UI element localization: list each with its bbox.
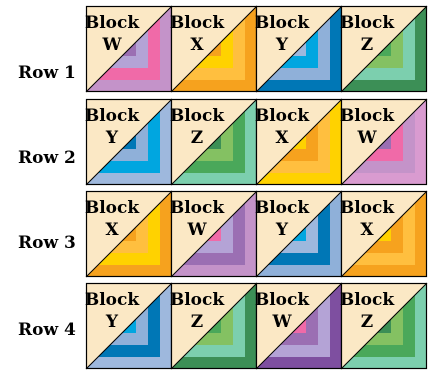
- block-letter: W: [356, 128, 377, 148]
- block-word: Block: [170, 198, 226, 218]
- block-diagonal: [255, 282, 343, 370]
- block-letter: X: [105, 220, 119, 240]
- block-diagonal: [170, 98, 258, 186]
- block-outline: [340, 282, 428, 370]
- block-diagonal: [170, 5, 258, 93]
- block-word: Block: [255, 290, 311, 310]
- block-diagonal: [255, 190, 343, 278]
- block-word: Block: [255, 198, 311, 218]
- block-letter: Y: [105, 128, 119, 148]
- block-letter: W: [186, 220, 207, 240]
- block-word: Block: [85, 290, 141, 310]
- block-word: Block: [255, 13, 311, 33]
- block-letter: X: [360, 220, 374, 240]
- block-word: Block: [340, 290, 396, 310]
- block-diagonal: [85, 98, 173, 186]
- block-word: Block: [170, 13, 226, 33]
- row-label: Row 3: [18, 233, 76, 253]
- block-letter: Z: [361, 35, 373, 55]
- block-word: Block: [85, 106, 141, 126]
- block-word: Block: [340, 106, 396, 126]
- block-diagonal: [255, 5, 343, 93]
- block-word: Block: [255, 106, 311, 126]
- block-outline: [340, 5, 428, 93]
- block-diagonal: [255, 98, 343, 186]
- block-diagonal: [340, 190, 428, 278]
- block-letter: X: [190, 35, 204, 55]
- row-label: Row 1: [18, 63, 76, 83]
- block-word: Block: [170, 106, 226, 126]
- row-label: Row 2: [18, 148, 76, 168]
- row-label: Row 4: [18, 320, 76, 340]
- block-letter: Z: [191, 312, 203, 332]
- block-diagonal: [85, 5, 173, 93]
- block-diagonal: [340, 98, 428, 186]
- block-diagonal: [340, 282, 428, 370]
- block-letter: Z: [361, 312, 373, 332]
- block-diagonal: [170, 282, 258, 370]
- block-diagonal: [170, 190, 258, 278]
- block-word: Block: [85, 198, 141, 218]
- block-letter: Y: [105, 312, 119, 332]
- block-diagonal: [85, 190, 173, 278]
- block-word: Block: [85, 13, 141, 33]
- block-diagonal: [340, 5, 428, 93]
- block-letter: X: [275, 128, 289, 148]
- block-letter: W: [271, 312, 292, 332]
- block-letter: W: [101, 35, 122, 55]
- block-diagonal: [85, 282, 173, 370]
- block-letter: Z: [191, 128, 203, 148]
- block-letter: Y: [275, 35, 289, 55]
- block-word: Block: [340, 13, 396, 33]
- block-word: Block: [340, 198, 396, 218]
- block-outline: [340, 98, 428, 186]
- block-letter: Y: [275, 220, 289, 240]
- block-word: Block: [170, 290, 226, 310]
- block-outline: [340, 190, 428, 278]
